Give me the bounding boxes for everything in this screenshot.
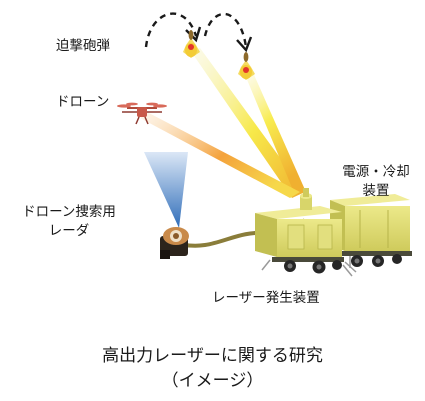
label-laser-device: レーザー発生装置 [212, 290, 320, 306]
radar-unit-icon [160, 227, 189, 259]
mortar-trajectory [144, 12, 253, 53]
power-cooling-unit [330, 194, 412, 268]
mortar-shell-icon [183, 30, 200, 58]
label-radar-line2: レーダ [48, 223, 90, 239]
laser-beams [140, 48, 306, 198]
label-drone: ドローン [56, 94, 110, 110]
label-mortar: 迫撃砲弾 [56, 38, 110, 54]
caption-title: 高出力レーザーに関する研究 [102, 346, 323, 366]
label-power-line2: 装置 [362, 183, 390, 199]
laser-vehicle [255, 188, 357, 277]
caption-subtitle: （イメージ） [161, 371, 264, 391]
label-power-line1: 電源・冷却 [342, 164, 410, 180]
drone-icon [117, 102, 167, 125]
radar-beam [144, 152, 188, 228]
label-radar-line1: ドローン捜索用 [22, 204, 116, 220]
mortar-shell-icon [238, 52, 255, 80]
